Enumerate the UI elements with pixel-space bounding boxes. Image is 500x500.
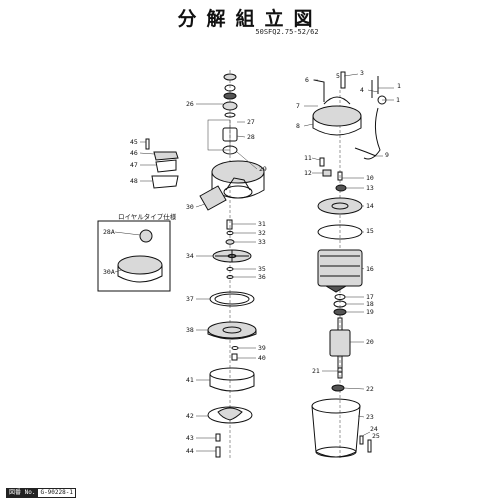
callout-14: 14: [366, 202, 374, 210]
model-number: 50SFQ2.75-52/62: [255, 28, 319, 36]
part-42-base: [207, 406, 253, 424]
callout-16: 16: [366, 265, 374, 273]
callout-29: 29: [259, 165, 267, 173]
callout-17: 17: [366, 293, 374, 301]
part-1-power-cable: [363, 76, 381, 160]
callout-27: 27: [247, 118, 255, 126]
callout-33: 33: [258, 238, 266, 246]
part-12-terminal: [322, 169, 332, 177]
callout-19: 19: [366, 308, 374, 316]
callout-38: 38: [186, 326, 194, 334]
callout-44: 44: [186, 447, 194, 455]
callout-7: 7: [296, 102, 300, 110]
callout-1-upper: 1: [397, 82, 401, 90]
callout-40: 40: [258, 354, 266, 362]
callout-23: 23: [366, 413, 374, 421]
callout-24: 24: [370, 425, 378, 433]
seal-bracket-line: [207, 119, 231, 151]
part-35-washer: [226, 267, 234, 271]
callout-25: 25: [372, 432, 380, 440]
part-46-flange: [153, 151, 179, 161]
part-25-bolt: [367, 439, 372, 453]
part-6-handle-bolt: [313, 79, 325, 102]
part-38-suction-cover: [207, 321, 257, 340]
part-24-bolt: [359, 435, 364, 445]
callout-4: 4: [360, 86, 364, 94]
part-33-nut: [225, 239, 235, 245]
callout-9: 9: [385, 151, 389, 159]
part-41-strainer: [209, 367, 255, 392]
part-39-washer: [231, 346, 239, 350]
callout-30: 30: [186, 203, 194, 211]
callout-42: 42: [186, 412, 194, 420]
callout-28: 28: [247, 133, 255, 141]
part-21-key: [337, 367, 343, 379]
callout-43: 43: [186, 434, 194, 442]
callout-11: 11: [304, 154, 312, 162]
callout-1: 1: [396, 96, 400, 104]
part-14-bearing-housing: [317, 197, 363, 215]
drawing-number: G-90228-1: [38, 488, 76, 498]
part-44-bolt: [215, 446, 221, 458]
part-45-bolt: [145, 138, 150, 150]
part-10-screw: [337, 171, 343, 181]
callout-36: 36: [258, 273, 266, 281]
callout-30A: 30A: [103, 268, 115, 276]
callout-41: 41: [186, 376, 194, 384]
part-22-bearing: [331, 384, 345, 392]
part-30A-option-casing: [117, 255, 163, 283]
part-23-motor-frame: [311, 398, 361, 458]
callout-6: 6: [305, 76, 309, 84]
callout-labels: 1 1 3 4 5 6 7 8 9 10 11 12 13 14 15 16 1…: [103, 69, 401, 455]
callout-20: 20: [366, 338, 374, 346]
drawing-number-box: 図番 No. G-90228-1: [6, 488, 76, 498]
part-11-screw: [319, 157, 325, 167]
callout-8: 8: [296, 122, 300, 130]
callout-28A: 28A: [103, 228, 115, 236]
drawing-number-label: 図番 No.: [6, 488, 39, 498]
part-26-seal-stack: [222, 73, 238, 118]
drawing-title: 分解組立図: [177, 8, 323, 30]
part-13-bearing: [335, 184, 347, 192]
part-9-lead-wire: [354, 147, 377, 157]
part-5-bolt: [340, 71, 346, 89]
callout-31: 31: [258, 220, 266, 228]
callout-32: 32: [258, 229, 266, 237]
option-inset-label: ロイヤルタイプ仕様: [118, 212, 177, 221]
part-47-gasket: [155, 159, 177, 173]
part-28A-option-seal: [139, 229, 153, 243]
callout-22: 22: [366, 385, 374, 393]
part-48-discharge-flange: [151, 175, 179, 189]
callout-3: 3: [360, 69, 364, 77]
part-36-nut: [226, 275, 234, 279]
callout-15: 15: [366, 227, 374, 235]
callout-5: 5: [336, 72, 340, 80]
callout-18: 18: [366, 300, 374, 308]
callout-48: 48: [130, 177, 138, 185]
callout-12: 12: [304, 169, 312, 177]
callout-37: 37: [186, 295, 194, 303]
option-inset-frame: [97, 220, 171, 292]
part-20-rotor-shaft: [329, 317, 351, 373]
part-40-bolt: [231, 353, 238, 361]
callout-45: 45: [130, 138, 138, 146]
part-43-bolt: [215, 433, 221, 442]
part-19-bearing: [333, 308, 347, 316]
callout-39: 39: [258, 344, 266, 352]
part-16-stator: [317, 249, 363, 293]
callout-46: 46: [130, 149, 138, 157]
part-37-wear-ring: [209, 291, 255, 307]
callout-13: 13: [366, 184, 374, 192]
callout-47: 47: [130, 161, 138, 169]
callout-21: 21: [312, 367, 320, 375]
part-31-bolt: [226, 219, 233, 230]
part-34-impeller: [212, 249, 252, 263]
callout-35: 35: [258, 265, 266, 273]
callout-26: 26: [186, 100, 194, 108]
part-30-pump-casing: [199, 160, 265, 211]
callout-34: 34: [186, 252, 194, 260]
part-8-motor-cover: [312, 96, 362, 136]
callout-10: 10: [366, 174, 374, 182]
